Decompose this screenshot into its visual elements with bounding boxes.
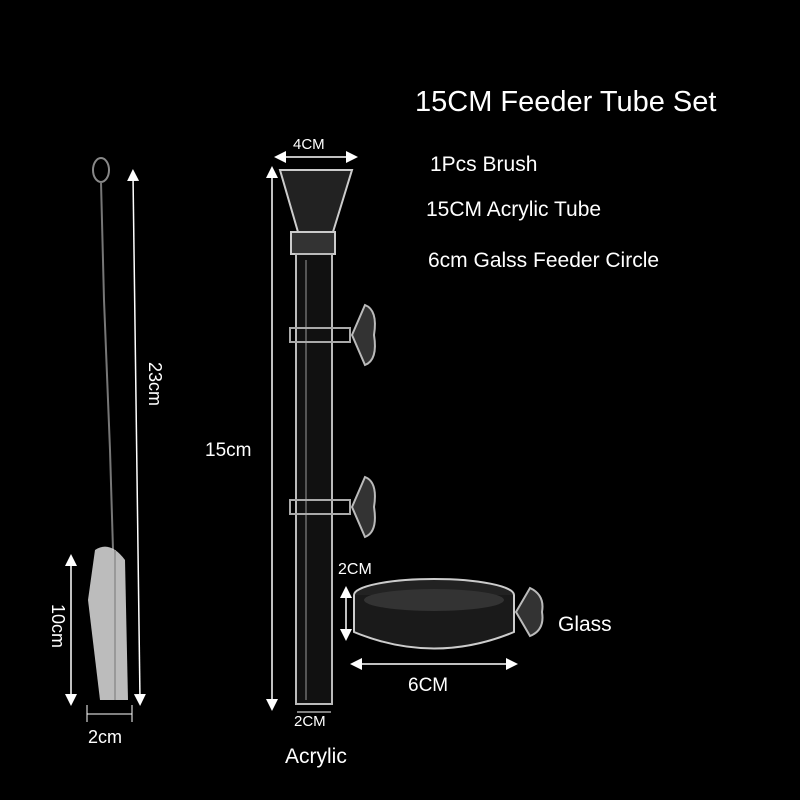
brush-width-label: 2cm: [88, 727, 123, 747]
contents-item: 15CM Acrylic Tube: [426, 198, 602, 221]
brush-length-arrow: [127, 169, 146, 706]
product-title: 15CM Feeder Tube Set: [415, 86, 717, 118]
contents-item: 6cm Galss Feeder Circle: [428, 249, 660, 272]
tube-bottom-label: 2CM: [294, 713, 326, 730]
acrylic-tube: [278, 169, 376, 705]
bristle-length-label: 10cm: [48, 604, 68, 649]
glass-feeder-ring: [353, 578, 544, 650]
brush-length-label: 23cm: [145, 362, 165, 407]
tube-length-label: 15cm: [205, 440, 252, 461]
tube-top-label: 4CM: [293, 136, 325, 153]
ring-diameter-label: 6CM: [408, 675, 449, 696]
ring-height-label: 2CM: [338, 561, 372, 578]
contents-item: 1Pcs Brush: [430, 153, 538, 176]
brush: [88, 157, 128, 700]
ring-material-label: Glass: [558, 613, 612, 636]
tube-material-label: Acrylic: [285, 745, 347, 768]
